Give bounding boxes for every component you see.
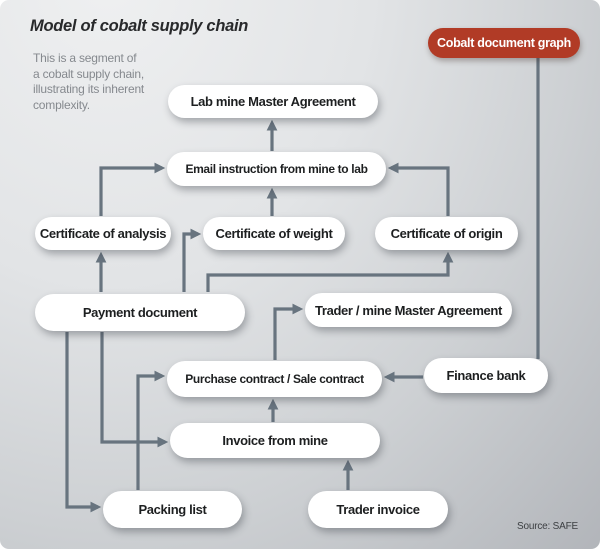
connector-cert-origin-to-email: [387, 162, 450, 216]
diagram-title: Model of cobalt supply chain: [30, 17, 249, 35]
node-purchase-sale-contract: Purchase contract / Sale contract: [167, 361, 382, 397]
connector-purchase-to-trader-mine: [273, 303, 304, 360]
node-email-instruction: Email instruction from mine to lab: [167, 152, 386, 186]
node-packing-list: Packing list: [103, 491, 242, 528]
node-payment-document: Payment document: [35, 294, 245, 331]
node-certificate-of-analysis: Certificate of analysis: [35, 217, 171, 250]
cobalt-document-graph-badge: Cobalt document graph: [428, 28, 580, 58]
connector-payment-to-packing: [65, 332, 102, 513]
connector-packing-to-purchase: [136, 370, 166, 490]
node-lab-mine-master-agreement: Lab mine Master Agreement: [168, 85, 378, 118]
diagram-subtitle: This is a segment of a cobalt supply cha…: [33, 51, 145, 112]
node-certificate-of-origin: Certificate of origin: [375, 217, 518, 250]
source-credit: Source: SAFE: [517, 521, 578, 532]
node-certificate-of-weight: Certificate of weight: [203, 217, 345, 250]
node-invoice-from-mine: Invoice from mine: [170, 423, 380, 458]
connector-cert-analysis-to-email: [99, 162, 166, 216]
connector-payment-to-cert-origin: [206, 251, 454, 292]
node-trader-invoice: Trader invoice: [308, 491, 448, 528]
node-trader-mine-master-agreement: Trader / mine Master Agreement: [305, 293, 512, 327]
node-finance-bank: Finance bank: [424, 358, 548, 393]
connector-payment-to-cert-weight: [182, 228, 202, 292]
connector-payment-to-invoice: [100, 332, 169, 448]
